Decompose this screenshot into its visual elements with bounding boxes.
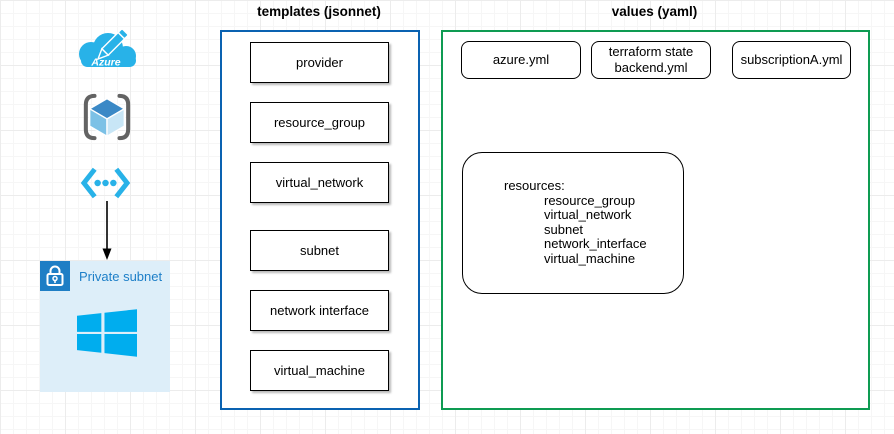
template-box-network-interface: network interface [250,290,389,331]
values-title: values (yaml) [611,4,698,19]
resources-item: virtual_machine [544,250,636,266]
templates-title: templates (jsonnet) [257,4,381,19]
resources-item: resource_group [544,192,636,208]
template-box-virtual-network: virtual_network [250,162,389,203]
azure-cloud-pencil-icon: Azure [79,28,136,69]
values-container: azure.yml terraform state backend.yml su… [441,30,870,410]
lock-badge [40,261,70,291]
code-icon [80,167,131,199]
private-subnet-box: Private subnet [40,261,170,392]
resources-note-box: resources: resource_group virtual_networ… [462,152,684,294]
templates-container: provider resource_group virtual_network … [220,30,420,410]
resources-item: virtual_network [544,207,632,222]
template-cube-icon [83,93,131,141]
template-box-resource-group: resource_group [250,102,389,143]
resources-list: resource_group virtual_network subnet ne… [504,192,647,267]
azure-label: Azure [90,57,120,69]
resources-content: resources: resource_group virtual_networ… [504,178,647,267]
file-box-terraform-state: terraform state backend.yml [591,41,711,79]
resources-header: resources: [504,178,565,193]
resources-item: network_interface [544,236,647,251]
windows-logo-icon [77,309,137,357]
template-box-virtual-machine: virtual_machine [250,350,389,391]
template-box-subnet: subnet [250,230,389,271]
down-arrow [102,201,112,260]
template-box-provider: provider [250,42,389,83]
resources-item: subnet [544,221,584,237]
file-box-subscription-yml: subscriptionA.yml [732,41,851,79]
file-box-azure-yml: azure.yml [461,41,581,79]
lock-icon [46,265,64,286]
pencil-icon [96,28,129,61]
private-subnet-label: Private subnet [79,269,163,284]
